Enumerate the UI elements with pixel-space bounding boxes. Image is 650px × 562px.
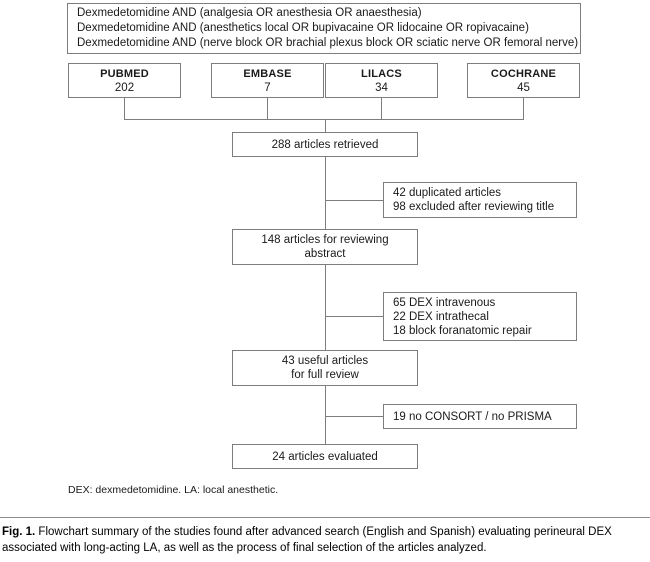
database-name-pubmed: PUBMED bbox=[100, 67, 149, 80]
connector-branch-exclusion-1 bbox=[325, 200, 384, 201]
connector-cochrane-drop bbox=[523, 98, 524, 119]
flow-box-articles-retrieved: 288 articles retrieved bbox=[232, 132, 418, 157]
query-line-3: Dexmedetomidine AND (nerve block OR brac… bbox=[77, 37, 579, 49]
flow-box-articles-for-abstract-review: 148 articles for reviewing abstract bbox=[232, 229, 418, 265]
connector-branch-exclusion-2 bbox=[325, 316, 384, 317]
flow-box-evaluated-line-1: 24 articles evaluated bbox=[272, 450, 378, 463]
database-box-cochrane: COCHRANE 45 bbox=[467, 63, 580, 98]
flow-box-retrieved-line-1: 288 articles retrieved bbox=[271, 138, 379, 151]
exclusion-2-line-3: 18 block foranatomic repair bbox=[393, 324, 532, 337]
search-query-box: Dexmedetomidine AND (analgesia OR anesth… bbox=[67, 3, 581, 54]
connector-database-manifold bbox=[124, 119, 524, 120]
flow-box-abstract-line-2: abstract bbox=[304, 248, 346, 260]
database-name-lilacs: LILACS bbox=[361, 67, 402, 80]
exclusion-2-line-2: 22 DEX intrathecal bbox=[393, 310, 489, 323]
connector-abstract-to-useful bbox=[325, 265, 326, 351]
flow-box-articles-evaluated: 24 articles evaluated bbox=[232, 444, 418, 469]
connector-manifold-to-retrieved bbox=[325, 119, 326, 133]
database-box-lilacs: LILACS 34 bbox=[325, 63, 438, 98]
database-name-cochrane: COCHRANE bbox=[490, 67, 557, 80]
database-count-pubmed: 202 bbox=[114, 81, 135, 94]
exclusion-box-route-and-technique: 65 DEX intravenous 22 DEX intrathecal 18… bbox=[383, 292, 577, 341]
connector-retrieved-to-abstract bbox=[325, 157, 326, 230]
figure-caption-label: Fig. 1. bbox=[2, 526, 36, 538]
exclusion-box-duplicates-and-title: 42 duplicated articles 98 excluded after… bbox=[383, 182, 577, 218]
figure-caption: Fig. 1. Flowchart summary of the studies… bbox=[2, 525, 650, 556]
flow-box-useful-articles: 43 useful articles for full review bbox=[232, 350, 418, 386]
exclusion-1-line-1: 42 duplicated articles bbox=[393, 187, 502, 199]
database-box-embase: EMBASE 7 bbox=[211, 63, 324, 98]
connector-embase-drop bbox=[267, 98, 268, 119]
exclusion-2-line-1: 65 DEX intravenous bbox=[393, 296, 496, 309]
exclusion-1-line-2: 98 excluded after reviewing title bbox=[393, 201, 555, 213]
database-box-pubmed: PUBMED 202 bbox=[68, 63, 181, 98]
database-name-embase: EMBASE bbox=[243, 67, 292, 80]
exclusion-3-line-1: 19 no CONSORT / no PRISMA bbox=[393, 410, 552, 423]
database-count-lilacs: 34 bbox=[375, 81, 388, 94]
query-line-1: Dexmedetomidine AND (analgesia OR anesth… bbox=[77, 7, 422, 19]
flow-box-useful-line-2: for full review bbox=[291, 369, 359, 381]
figure-footnote-abbreviations: DEX: dexmedetomidine. LA: local anesthet… bbox=[68, 484, 279, 496]
exclusion-box-no-consort-no-prisma: 19 no CONSORT / no PRISMA bbox=[383, 404, 577, 429]
caption-divider bbox=[0, 517, 650, 518]
figure-caption-text: Flowchart summary of the studies found a… bbox=[2, 526, 612, 554]
flow-box-abstract-line-1: 148 articles for reviewing bbox=[261, 234, 389, 246]
connector-pubmed-drop bbox=[124, 98, 125, 119]
flow-box-useful-line-1: 43 useful articles bbox=[281, 355, 369, 367]
query-line-2: Dexmedetomidine AND (anesthetics local O… bbox=[77, 22, 529, 34]
database-count-embase: 7 bbox=[264, 81, 271, 94]
database-count-cochrane: 45 bbox=[517, 81, 530, 94]
connector-lilacs-drop bbox=[381, 98, 382, 119]
connector-branch-exclusion-3 bbox=[325, 416, 384, 417]
connector-useful-to-evaluated bbox=[325, 386, 326, 445]
